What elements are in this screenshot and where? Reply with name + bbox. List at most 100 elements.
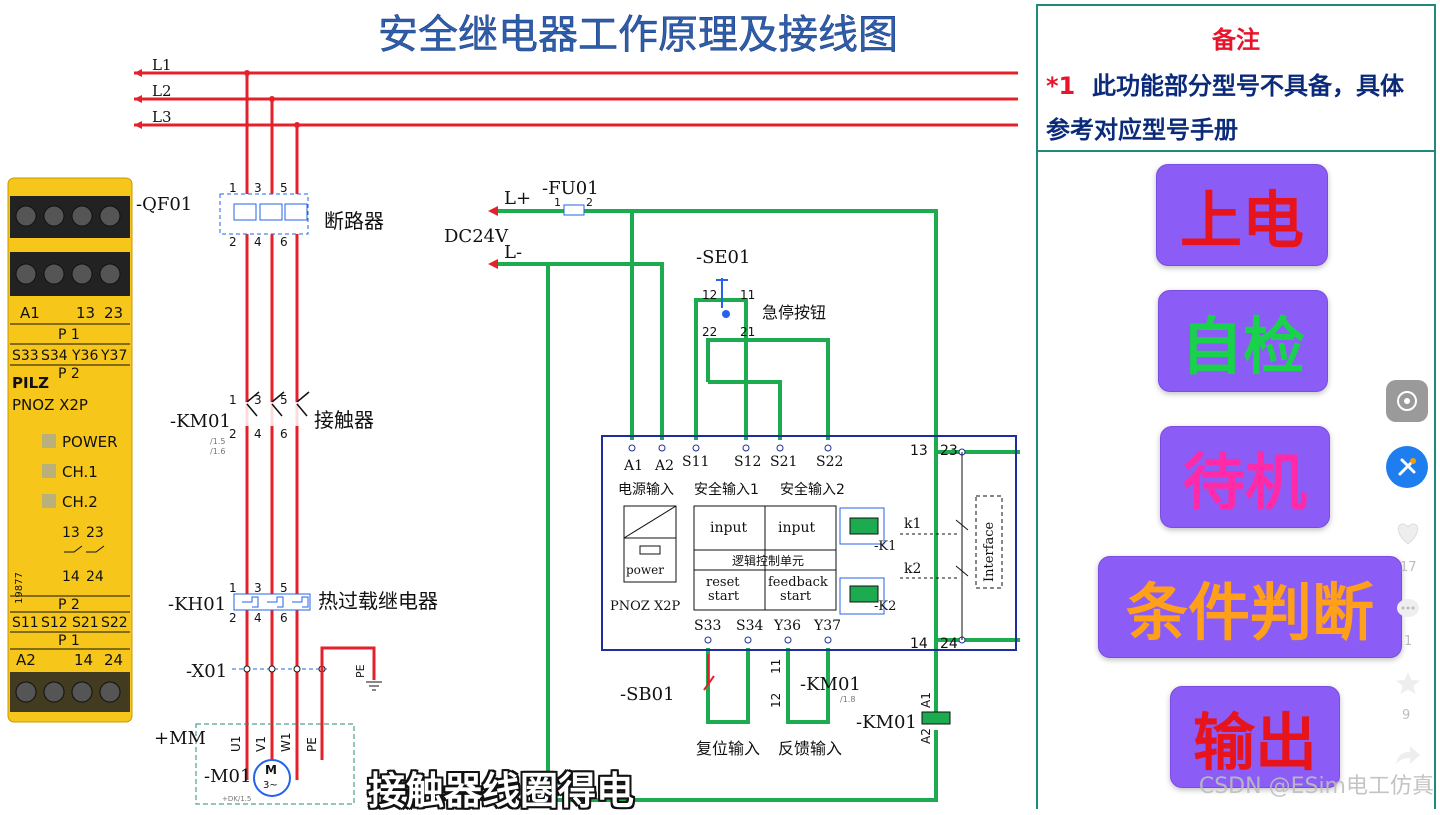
coil-km01: -KM01 A1 A2 bbox=[856, 692, 951, 744]
qf01-name: 断路器 bbox=[324, 209, 384, 233]
like-count: 17 bbox=[1400, 560, 1417, 575]
line-l3: L3 bbox=[152, 108, 172, 126]
km01-top-1: 1 bbox=[229, 393, 237, 407]
block-power: power bbox=[626, 563, 664, 577]
motor-u1: U1 bbox=[229, 736, 243, 752]
out-23: 23 bbox=[940, 443, 958, 459]
dev-bottom-p2: P 2 bbox=[58, 597, 80, 613]
reset-feedback: -SB01 -KM01 11 12 /1.8 复位输入 反馈输入 bbox=[620, 654, 861, 758]
relay-s33: S33 bbox=[694, 618, 721, 634]
k1-tag: -K1 bbox=[874, 539, 896, 554]
comment-count: 1 bbox=[1404, 634, 1413, 649]
page-title: 安全继电器工作原理及接线图 bbox=[378, 12, 898, 58]
relay-s22: S22 bbox=[816, 454, 843, 470]
fu01-pin-1: 1 bbox=[554, 196, 561, 209]
k1-contact: k1 bbox=[904, 516, 921, 532]
dev-bottom-a2: A2 bbox=[16, 651, 36, 669]
km01-top-5: 5 bbox=[280, 393, 288, 407]
step-standby-button[interactable]: 待机 bbox=[1160, 426, 1330, 528]
qf01-bottom-2: 2 bbox=[229, 235, 237, 249]
line-l2: L2 bbox=[152, 82, 172, 100]
block-feedback-start: start bbox=[780, 589, 812, 604]
x01-tag: -X01 bbox=[186, 661, 227, 682]
km01-fb-tag: -KM01 bbox=[800, 674, 861, 695]
k2-contact: k2 bbox=[904, 561, 921, 577]
relay-s21: S21 bbox=[770, 454, 797, 470]
line-l1: L1 bbox=[152, 56, 172, 74]
motor-w1: W1 bbox=[279, 733, 293, 753]
device-brand: PILZ bbox=[12, 374, 49, 392]
favorite-star-icon[interactable] bbox=[1392, 668, 1424, 698]
control-wiring bbox=[496, 209, 1020, 802]
kh01-bottom-2: 2 bbox=[229, 611, 237, 625]
relay-box: A1 A2 S11 S12 S21 S22 电源输入 安全输入1 安全输入2 p… bbox=[601, 435, 1017, 652]
terminal-x01: -X01 PE bbox=[186, 646, 382, 760]
step-standby-label: 待机 bbox=[1182, 446, 1307, 519]
fu01-pin-2: 2 bbox=[586, 196, 593, 209]
out-13: 13 bbox=[910, 443, 928, 459]
step-power-on-button[interactable]: 上电 bbox=[1156, 164, 1328, 266]
label-safety-input-2: 安全输入2 bbox=[780, 481, 845, 498]
step-self-check-button[interactable]: 自检 bbox=[1158, 290, 1328, 392]
qf01-top-1: 1 bbox=[229, 181, 237, 195]
block-input-2: input bbox=[778, 520, 815, 536]
notes-mark: *1 bbox=[1046, 72, 1076, 100]
km01-top-3: 3 bbox=[254, 393, 262, 407]
led-ch2: CH.2 bbox=[62, 493, 98, 511]
dc24v-label: DC24V bbox=[444, 226, 509, 247]
dev-top-y36: Y36 bbox=[71, 348, 98, 364]
km01-ref-1: /1.5 bbox=[210, 437, 225, 446]
contactor-km01: -KM01 1 3 5 2 4 6 /1.5 /1.6 接触器 bbox=[170, 391, 374, 456]
motor-tag: -M01 bbox=[204, 766, 251, 787]
dev-top-s33: S33 bbox=[12, 348, 39, 364]
step-condition-button[interactable]: 条件判断 bbox=[1098, 556, 1402, 658]
block-reset-start: start bbox=[708, 589, 740, 604]
kh01-top-3: 3 bbox=[254, 581, 262, 595]
fb-ref: /1.8 bbox=[840, 695, 855, 704]
step-power-on-label: 上电 bbox=[1179, 184, 1304, 257]
dev-top-y37: Y37 bbox=[100, 348, 127, 364]
dev-top-p2: P 2 bbox=[58, 366, 80, 382]
label-safety-input-1: 安全输入1 bbox=[694, 481, 759, 498]
dev-bottom-p1: P 1 bbox=[58, 633, 80, 649]
relay-a1: A1 bbox=[623, 458, 643, 474]
block-input-1: input bbox=[710, 520, 747, 536]
tools-icon[interactable] bbox=[1386, 446, 1428, 488]
qf01-top-3: 3 bbox=[254, 181, 262, 195]
steps-panel bbox=[1036, 152, 1436, 809]
km01-tag: -KM01 bbox=[170, 411, 231, 432]
ai-assistant-icon[interactable] bbox=[1386, 380, 1428, 422]
motor-name: 电机 bbox=[368, 773, 408, 797]
dev-top-23: 23 bbox=[104, 304, 123, 322]
dev-top-13: 13 bbox=[76, 304, 95, 322]
dev-bottom-s11: S11 bbox=[12, 615, 39, 631]
motor-m01: +MM -M01 U1 V1 W1 PE M 3~ +DK/1.5 电机 bbox=[154, 723, 408, 805]
label-power-input: 电源输入 bbox=[618, 482, 674, 498]
relay-model: PNOZ X2P bbox=[610, 599, 680, 614]
se01-pin-21: 21 bbox=[740, 325, 755, 339]
block-reset: reset bbox=[706, 575, 740, 590]
out-24: 24 bbox=[940, 636, 958, 652]
dev-side-number: 19877 bbox=[14, 572, 25, 604]
dev-top-a1: A1 bbox=[20, 304, 40, 322]
dev-bottom-s21: S21 bbox=[72, 615, 99, 631]
fb-pin-12: 12 bbox=[769, 693, 783, 708]
relay-a2: A2 bbox=[654, 458, 674, 474]
dev-contact-13: 13 bbox=[62, 525, 80, 541]
comment-icon[interactable] bbox=[1392, 594, 1424, 624]
block-logic: 逻辑控制单元 bbox=[732, 554, 804, 568]
estop-se01: -SE01 12 11 22 21 急停按钮 bbox=[696, 247, 826, 339]
motor-pe: PE bbox=[305, 737, 319, 752]
favorite-count: 9 bbox=[1402, 708, 1411, 723]
step-output-button[interactable]: 输出 bbox=[1170, 686, 1340, 788]
like-icon[interactable] bbox=[1392, 518, 1424, 548]
kh01-name: 热过载继电器 bbox=[318, 589, 438, 613]
relay-y37: Y37 bbox=[813, 618, 841, 634]
device-model: PNOZ X2P bbox=[12, 396, 88, 414]
coil-a2: A2 bbox=[919, 728, 933, 744]
motor-phase: 3~ bbox=[263, 780, 278, 791]
relay-s11: S11 bbox=[682, 454, 709, 470]
share-icon[interactable] bbox=[1392, 740, 1424, 770]
km01-bottom-6: 6 bbox=[280, 427, 288, 441]
